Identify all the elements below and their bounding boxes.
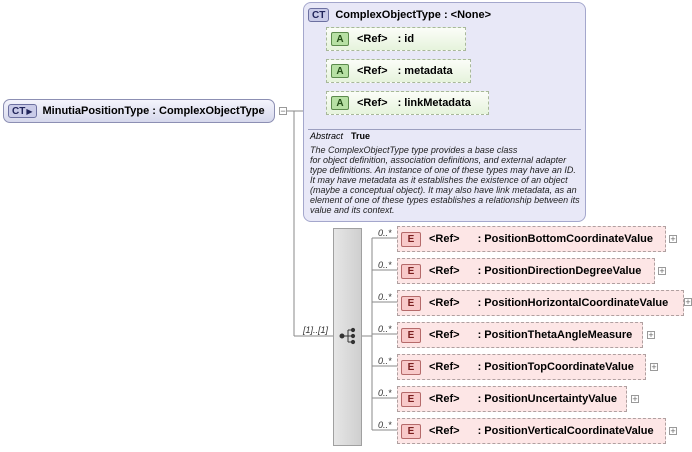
sequence-icon xyxy=(339,327,356,345)
complex-type-icon: CT▶ xyxy=(8,104,37,118)
sequence-compositor[interactable] xyxy=(333,228,362,446)
root-type-node[interactable]: CT▶ MinutiaPositionType : ComplexObjectT… xyxy=(3,99,275,123)
element-icon: E xyxy=(401,263,421,279)
expand-toggle[interactable]: + xyxy=(658,266,666,276)
type-description: The ComplexObjectType type provides a ba… xyxy=(310,145,580,215)
element-position-top-coordinate-value[interactable]: E <Ref> : PositionTopCoordinateValue xyxy=(397,354,646,380)
attribute-linkmetadata[interactable]: A <Ref> : linkMetadata xyxy=(326,91,489,115)
element-position-bottom-coordinate-value[interactable]: E <Ref> : PositionBottomCoordinateValue xyxy=(397,226,666,252)
expand-toggle[interactable]: + xyxy=(647,330,655,340)
element-multiplicity: 0..* xyxy=(378,356,392,366)
base-type-title: CT ComplexObjectType : <None> xyxy=(308,8,491,22)
expand-toggle[interactable]: + xyxy=(631,394,639,404)
panel-divider xyxy=(308,129,581,130)
element-icon: E xyxy=(401,391,421,407)
attribute-icon: A xyxy=(331,96,349,110)
attribute-metadata[interactable]: A <Ref> : metadata xyxy=(326,59,471,83)
element-multiplicity: 0..* xyxy=(378,228,392,238)
element-position-vertical-coordinate-value[interactable]: E <Ref> : PositionVerticalCoordinateValu… xyxy=(397,418,666,444)
expand-toggle[interactable]: + xyxy=(669,426,677,436)
expand-toggle[interactable]: + xyxy=(650,362,658,372)
element-icon: E xyxy=(401,327,421,343)
collapse-toggle[interactable]: − xyxy=(279,106,287,116)
base-type-panel[interactable]: CT ComplexObjectType : <None> A <Ref> : … xyxy=(303,2,586,222)
element-position-horizontal-coordinate-value[interactable]: E <Ref> : PositionHorizontalCoordinateVa… xyxy=(397,290,684,316)
sequence-multiplicity: [1]..[1] xyxy=(303,325,329,335)
element-position-direction-degree-value[interactable]: E <Ref> : PositionDirectionDegreeValue xyxy=(397,258,655,284)
element-multiplicity: 0..* xyxy=(378,324,392,334)
element-icon: E xyxy=(401,359,421,375)
element-icon: E xyxy=(401,423,421,439)
element-icon: E xyxy=(401,295,421,311)
element-position-uncertainty-value[interactable]: E <Ref> : PositionUncertaintyValue xyxy=(397,386,627,412)
element-multiplicity: 0..* xyxy=(378,292,392,302)
element-multiplicity: 0..* xyxy=(378,388,392,398)
element-icon: E xyxy=(401,231,421,247)
attribute-icon: A xyxy=(331,32,349,46)
element-position-theta-angle-measure[interactable]: E <Ref> : PositionThetaAngleMeasure xyxy=(397,322,643,348)
element-multiplicity: 0..* xyxy=(378,260,392,270)
root-type-label: MinutiaPositionType : ComplexObjectType xyxy=(42,105,265,117)
element-multiplicity: 0..* xyxy=(378,420,392,430)
attribute-icon: A xyxy=(331,64,349,78)
expand-toggle[interactable]: + xyxy=(684,297,692,307)
attribute-id[interactable]: A <Ref> : id xyxy=(326,27,466,51)
complex-type-icon: CT xyxy=(308,8,330,22)
expand-toggle[interactable]: + xyxy=(669,234,677,244)
